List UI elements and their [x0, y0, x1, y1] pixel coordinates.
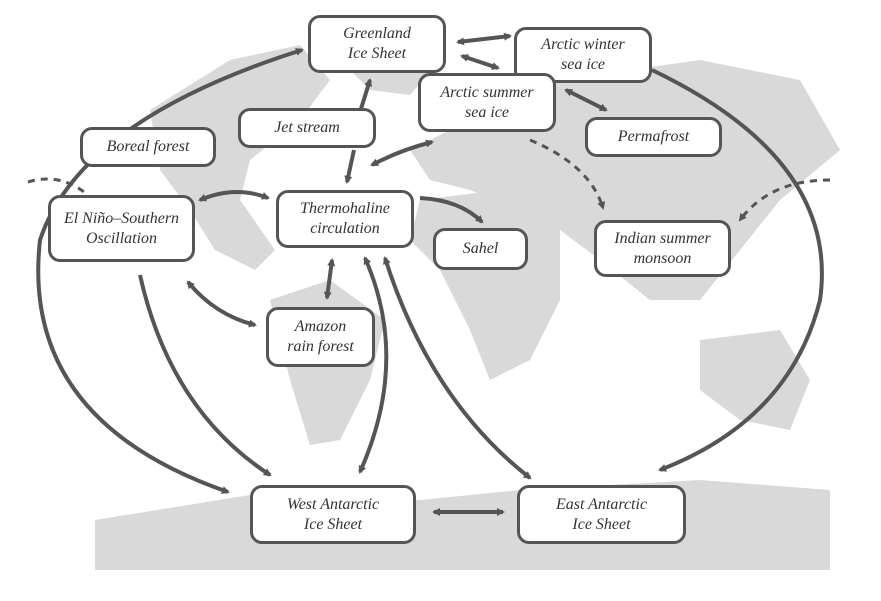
node-sahel: Sahel [433, 228, 528, 270]
dashed-arrows [27, 138, 831, 222]
node-east-antarctic-ice-sheet: East Antarctic Ice Sheet [517, 485, 686, 544]
node-thermohaline-circulation: Thermohaline circulation [276, 190, 414, 248]
node-boreal-forest: Boreal forest [80, 127, 216, 167]
node-arctic-summer-sea-ice: Arctic summer sea ice [418, 73, 556, 132]
node-west-antarctic-ice-sheet: West Antarctic Ice Sheet [250, 485, 416, 544]
node-amazon-rain-forest: Amazon rain forest [266, 307, 375, 367]
node-enso: El Niño–Southern Oscillation [48, 195, 195, 262]
node-jet-stream: Jet stream [238, 108, 376, 148]
node-permafrost: Permafrost [585, 117, 722, 157]
node-greenland-ice-sheet: Greenland Ice Sheet [308, 15, 446, 73]
node-indian-summer-monsoon: Indian summer monsoon [594, 220, 731, 277]
arrows [36, 32, 824, 516]
